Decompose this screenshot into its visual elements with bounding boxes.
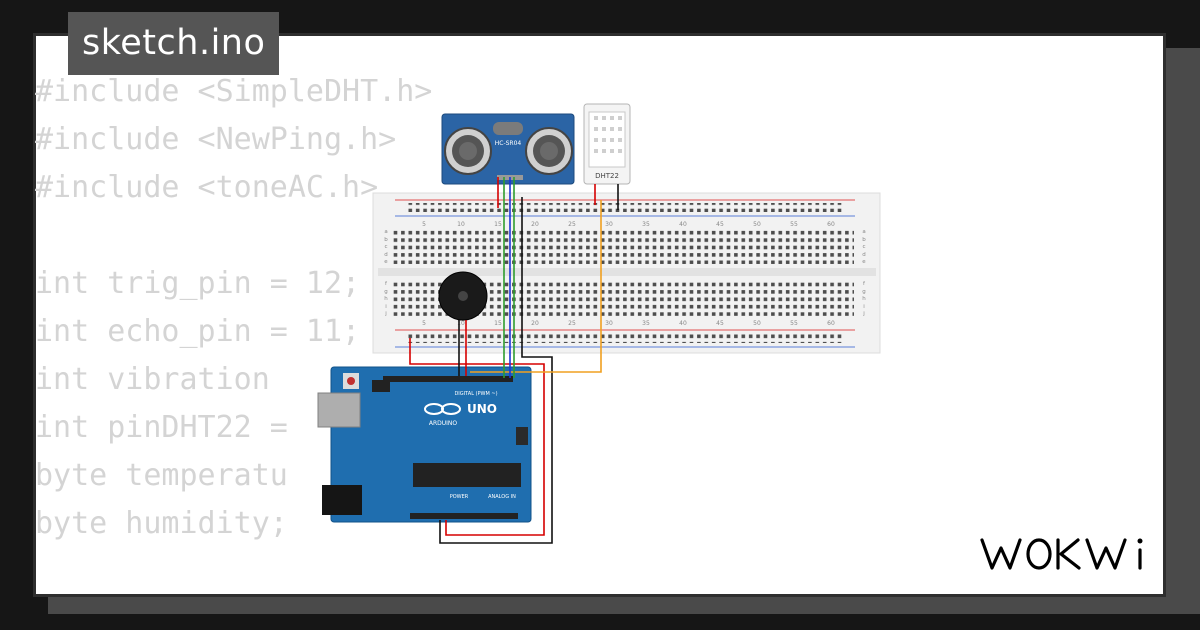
breadboard-row-letter: h: [862, 296, 866, 302]
breadboard-column-number: 55: [790, 221, 798, 228]
breadboard-column-number: 40: [679, 221, 687, 228]
breadboard-column-number: 15: [494, 221, 502, 228]
code-line: int pinDHT22 =: [35, 410, 306, 445]
breadboard-column-number: 35: [642, 320, 650, 327]
breadboard-row-letter: a: [384, 229, 387, 235]
breadboard-row-letter: e: [384, 259, 388, 265]
code-line: int echo_pin = 11;: [35, 314, 361, 349]
breadboard-column-number: 25: [568, 221, 576, 228]
code-line: #include <SimpleDHT.h>: [35, 74, 433, 109]
analog-label: ANALOG IN: [488, 494, 516, 500]
wire-red-5v: [409, 338, 545, 536]
breadboard-row-letter: h: [384, 296, 388, 302]
power-rail-top: [395, 199, 855, 217]
code-line: #include <NewPing.h>: [35, 122, 397, 157]
breadboard-row-letter: c: [384, 244, 387, 250]
breadboard-row-letter: g: [384, 289, 388, 295]
wire-black-gnd: [439, 197, 553, 544]
breadboard-row-letter: i: [385, 304, 387, 310]
code-line: byte humidity;: [35, 506, 288, 541]
breadboard-column-number: 20: [531, 320, 539, 327]
circuit-diagram[interactable]: 5 10 15 20 25 30 35 40 45 50 55 60 5 10 …: [300, 95, 900, 555]
breadboard-column-number: 40: [679, 320, 687, 327]
breadboard-column-number: 15: [494, 320, 502, 327]
power-label: POWER: [450, 494, 469, 500]
breadboard-column-number: 5: [422, 221, 426, 228]
breadboard-row-letter: j: [384, 311, 387, 317]
power-jack: [322, 485, 362, 515]
power-rail-bottom: [395, 329, 855, 348]
breadboard-column-number: 55: [790, 320, 798, 327]
breadboard-row-letter: g: [862, 289, 866, 295]
breadboard-row-letter: b: [862, 237, 866, 243]
code-line: int trig_pin = 12;: [35, 266, 361, 301]
breadboard-column-number: 35: [642, 221, 650, 228]
digital-header: [383, 376, 513, 382]
breadboard-column-number: 30: [605, 221, 613, 228]
ultrasonic-label: HC-SR04: [495, 140, 522, 147]
dht22-sensor[interactable]: DHT22: [583, 103, 631, 185]
arduino-model-label: UNO: [467, 402, 497, 416]
breadboard-column-number: 5: [422, 320, 426, 327]
atmega-chip: [413, 463, 521, 487]
buzzer[interactable]: [438, 271, 488, 321]
breadboard-row-letter: f: [863, 281, 866, 287]
code-line: #include <toneAC.h>: [35, 170, 379, 205]
usb-port: [317, 392, 361, 428]
breadboard-column-number: 10: [457, 221, 465, 228]
breadboard-column-number: 45: [716, 221, 724, 228]
breadboard-row-letter: d: [862, 252, 866, 258]
breadboard-column-number: 25: [568, 320, 576, 327]
file-tab[interactable]: sketch.ino: [68, 12, 280, 75]
breadboard-column-number: 30: [605, 320, 613, 327]
wires: [409, 177, 619, 544]
breadboard-column-number: 50: [753, 320, 761, 327]
breadboard-center-channel: [378, 268, 876, 276]
code-line: byte temperatu: [35, 458, 288, 493]
breadboard-column-number: 60: [827, 221, 835, 228]
breadboard[interactable]: 5 10 15 20 25 30 35 40 45 50 55 60 5 10 …: [372, 192, 881, 354]
breadboard-row-letter: f: [385, 281, 388, 287]
breadboard-column-number: 10: [457, 320, 465, 327]
wokwi-logo[interactable]: [975, 528, 1150, 578]
dht22-label: DHT22: [595, 172, 619, 180]
breadboard-row-letter: j: [862, 311, 865, 317]
arduino-brand-label: ARDUINO: [429, 420, 458, 427]
power-header: [410, 513, 518, 519]
breadboard-row-letter: e: [862, 259, 866, 265]
code-editor: #include <SimpleDHT.h> #include <NewPing.…: [35, 68, 432, 548]
breadboard-column-number: 50: [753, 221, 761, 228]
breadboard-row-letter: c: [862, 244, 865, 250]
breadboard-column-number: 45: [716, 320, 724, 327]
breadboard-row-letter: b: [384, 237, 388, 243]
code-line: int vibration: [35, 362, 270, 397]
arduino-uno[interactable]: DIGITAL (PWM ~) UNO ARDUINO POWER ANALOG…: [317, 366, 532, 523]
breadboard-row-letter: i: [863, 304, 865, 310]
breadboard-column-number: 20: [531, 221, 539, 228]
breadboard-column-number: 60: [827, 320, 835, 327]
breadboard-row-letter: d: [384, 252, 388, 258]
digital-label: DIGITAL (PWM ~): [454, 391, 497, 397]
ultrasonic-sensor[interactable]: HC-SR04: [441, 113, 575, 185]
terminal-holes-top: [391, 228, 854, 264]
breadboard-row-letter: a: [862, 229, 865, 235]
